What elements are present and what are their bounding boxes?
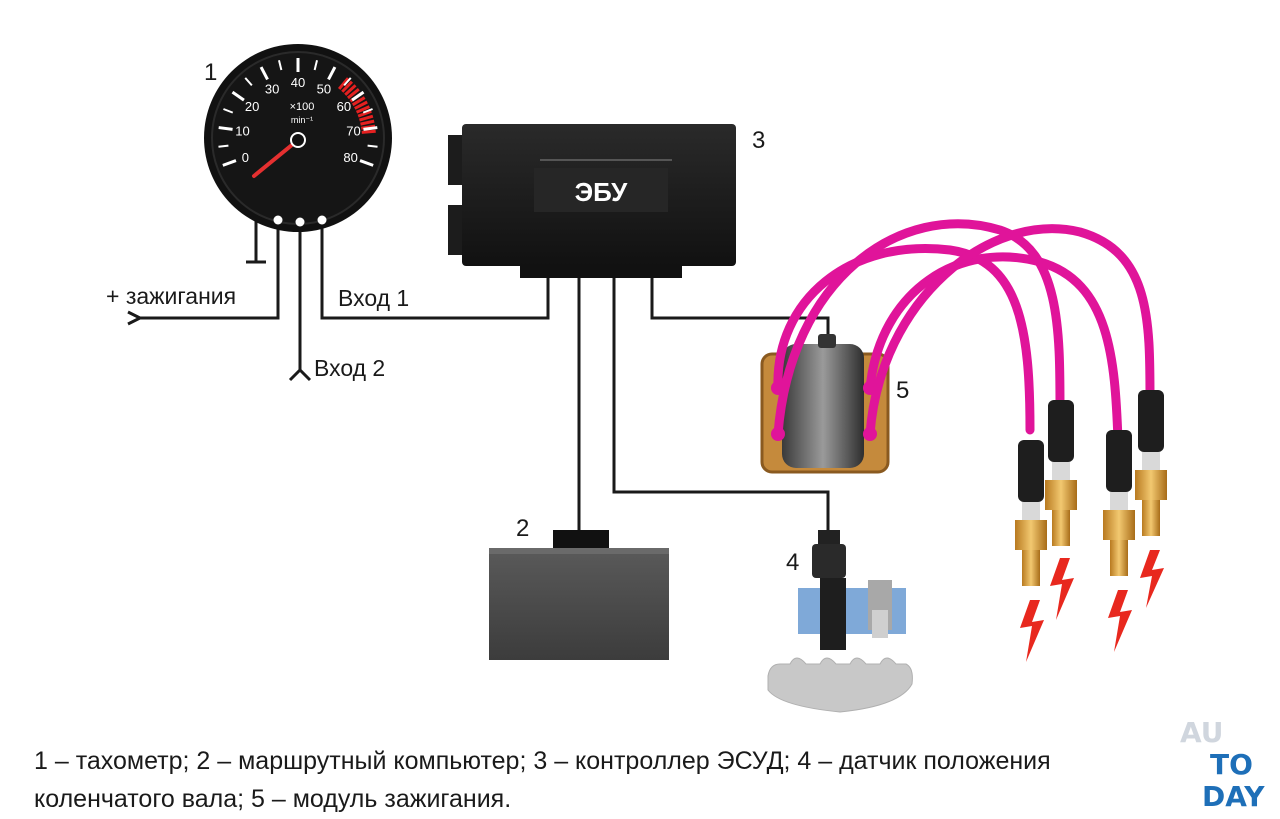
tachometer-number: 1 <box>204 59 217 86</box>
legend-line-1: 1 – тахометр; 2 – маршрутный компьютер; … <box>34 747 1051 775</box>
tachometer-scale-label: 20 <box>245 99 259 114</box>
tachometer-terminal <box>295 217 305 227</box>
ignition-module-number: 5 <box>896 377 909 404</box>
ecu-number: 3 <box>752 127 765 154</box>
tachometer-tick <box>278 60 283 71</box>
signal-wires <box>127 214 830 532</box>
redline-segment <box>344 84 357 96</box>
watermark-day: DAY <box>1202 780 1265 813</box>
tachometer-tick <box>218 126 233 131</box>
tachometer-scale-label: 70 <box>346 124 360 139</box>
tachometer: 0 10 20 30 40 50 60 70 80 ×100 min⁻¹ <box>204 44 392 232</box>
tachometer-tick <box>218 144 229 148</box>
tachometer-hub <box>290 132 306 148</box>
ecu-controller: ЭБУ <box>448 124 736 278</box>
redline-segment <box>341 80 354 93</box>
watermark-au: AU <box>1180 716 1224 749</box>
tachometer-tick <box>313 60 318 71</box>
spark-icons <box>1020 550 1164 662</box>
redline-segment <box>355 105 370 114</box>
redline-segment <box>359 114 374 122</box>
tachometer-terminal <box>317 215 327 225</box>
tachometer-scale-label: 50 <box>317 81 331 96</box>
redline-segment <box>354 100 368 110</box>
tachometer-scale-label: 30 <box>265 81 279 96</box>
tachometer-tick <box>327 66 337 81</box>
tachometer-needle <box>252 138 300 178</box>
route-computer-number: 2 <box>516 515 529 542</box>
tachometer-scale-label: 80 <box>343 150 357 165</box>
tachometer-tick <box>222 159 237 167</box>
tachometer-tick <box>367 144 378 148</box>
crankshaft-sensor <box>767 530 913 713</box>
redline-segment <box>360 119 375 126</box>
ignition-module <box>760 334 890 474</box>
tachometer-terminal <box>273 215 283 225</box>
legend-caption: 1 – тахометр; 2 – маршрутный компьютер; … <box>34 742 1194 818</box>
input2-label: Вход 2 <box>314 355 385 381</box>
tachometer-tick <box>359 159 374 167</box>
tachometer-tick <box>259 66 269 81</box>
tachometer-scale-label: 40 <box>291 75 305 90</box>
input1-label: Вход 1 <box>338 285 409 311</box>
tachometer-scale-label: 0 <box>242 150 249 165</box>
ignition-system-diagram: 0 10 20 30 40 50 60 70 80 ×100 min⁻¹ ЭБУ <box>106 44 1167 713</box>
tachometer-tick <box>351 90 365 102</box>
redline-segment <box>361 129 376 134</box>
crank-sensor-number: 4 <box>786 549 799 576</box>
route-computer <box>489 530 669 660</box>
redline-segment <box>337 77 350 90</box>
tachometer-tick <box>223 108 234 114</box>
redline-segment <box>351 96 366 107</box>
ecu-connector <box>520 264 682 278</box>
tachometer-scale-label: 60 <box>337 99 351 114</box>
tachometer-tick <box>362 108 373 114</box>
high-voltage-wires <box>773 219 1155 445</box>
tachometer-tick <box>244 77 253 87</box>
tachometer-tick <box>363 126 378 131</box>
redline-segment <box>346 88 360 100</box>
spark-plugs <box>1015 390 1167 586</box>
tachometer-scale: 0 10 20 30 40 50 60 70 80 <box>218 58 378 167</box>
tachometer-unit-2: min⁻¹ <box>291 115 313 125</box>
watermark-logo: AU TO DAY <box>1176 716 1276 816</box>
tachometer-tick <box>343 77 352 87</box>
ignition-plus-label: + зажигания <box>106 283 236 309</box>
tachometer-tick <box>231 90 245 102</box>
legend-line-2: коленчатого вала; 5 – модуль зажигания. <box>34 785 512 813</box>
tachometer-scale-label: 10 <box>235 124 249 139</box>
watermark-to: TO <box>1210 748 1253 781</box>
redline-segment <box>357 109 372 118</box>
ecu-label: ЭБУ <box>575 177 629 207</box>
tachometer-unit: ×100 <box>290 101 315 113</box>
